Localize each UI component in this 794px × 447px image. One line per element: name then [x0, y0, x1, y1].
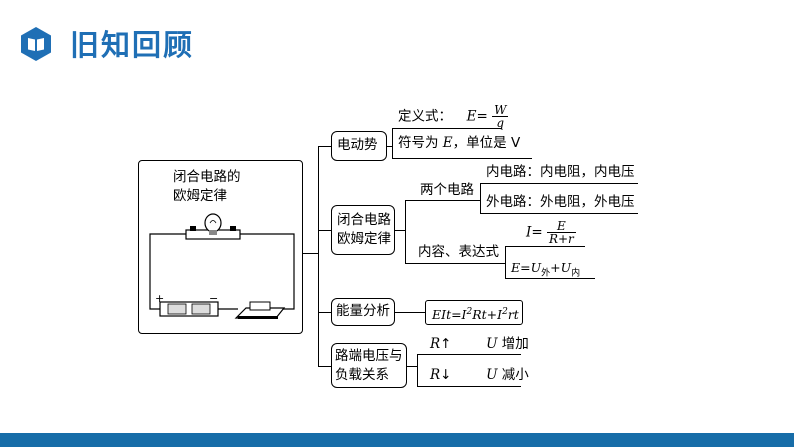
underline — [480, 183, 638, 184]
resistance-var: R — [430, 336, 441, 352]
ohm-node: 闭合电路 欧姆定律 — [331, 205, 395, 255]
energy-formula-box: EIt=I2Rt+I2rt — [425, 300, 523, 325]
symbol-pre: 符号为 — [398, 135, 439, 151]
symbol-var: E — [442, 135, 453, 151]
connector — [395, 312, 425, 313]
resistance-var: R — [430, 367, 441, 383]
energy-node: 能量分析 — [331, 298, 395, 326]
inner-circuit: 内电路：内电阻，内电压 — [486, 164, 635, 180]
superscript: 2 — [466, 307, 473, 317]
definition-lhs: E= — [466, 108, 488, 125]
increase-text: 增加 — [497, 336, 529, 352]
connector — [395, 230, 405, 231]
connector — [318, 146, 319, 367]
energy-label: 能量分析 — [336, 303, 390, 319]
terminal-voltage-node: 路端电压与 负载关系 — [331, 343, 407, 388]
underline — [405, 200, 480, 201]
formula2-a: E=U — [511, 260, 542, 275]
circuit-diagram — [149, 213, 295, 319]
underline — [392, 128, 502, 129]
decrease-text: 减小 — [497, 367, 529, 383]
underline — [480, 213, 638, 214]
formula-emf: E=U外+U内 — [511, 259, 580, 283]
page-title: 旧知回顾 — [70, 28, 195, 62]
footer-bar — [0, 433, 794, 447]
outer-circuit: 外电路：外电阻，外电压 — [486, 194, 635, 210]
connector — [417, 354, 418, 386]
underline — [417, 354, 521, 355]
connector — [318, 146, 331, 147]
energy-formula: EIt=I2Rt+I2rt — [432, 304, 519, 323]
emf-symbol: 符号为 E，单位是 V — [398, 135, 520, 152]
definition-label: 定义式： — [398, 108, 452, 125]
connector — [303, 253, 318, 254]
formula1-fraction: E R+r — [546, 220, 576, 246]
voltage-var: U — [486, 336, 498, 352]
connector — [407, 366, 417, 367]
energy-formula-b: Rt+I — [472, 307, 503, 323]
formula-current: I= E R+r — [526, 220, 576, 245]
underline — [392, 158, 532, 159]
energy-formula-a: EIt=I — [432, 307, 467, 323]
energy-formula-c: rt — [507, 307, 519, 323]
connector — [480, 183, 481, 213]
relation-row-increase: R↑ U 增加 — [430, 336, 529, 353]
fraction-numerator: W — [492, 103, 509, 117]
formula2-b: +U — [550, 260, 572, 275]
fraction-denominator: R+r — [548, 232, 574, 246]
connector — [405, 200, 406, 263]
fraction-numerator: E — [546, 220, 576, 233]
circuit-title-line2: 欧姆定律 — [173, 188, 227, 204]
ohm-label-line1: 闭合电路 — [337, 212, 391, 228]
terminal-label-line2: 负载关系 — [335, 367, 389, 383]
definition-fraction: W q — [492, 103, 509, 130]
emf-label: 电动势 — [337, 137, 378, 153]
connector — [318, 366, 331, 367]
circuit-title-line1: 闭合电路的 — [173, 169, 241, 185]
expression-label: 内容、表达式 — [418, 244, 499, 260]
fraction-denominator: q — [496, 116, 505, 130]
minus-sign: − — [209, 292, 219, 305]
underline — [505, 278, 595, 279]
relation-row-decrease: R↓ U 减小 — [430, 367, 529, 384]
symbol-post: ，单位是 V — [452, 135, 521, 151]
plus-sign: + — [155, 292, 165, 305]
connector — [318, 230, 331, 231]
connector — [392, 128, 393, 158]
connector — [318, 312, 331, 313]
arrow-down-icon: ↓ — [440, 367, 452, 383]
arrow-up-icon: ↑ — [440, 336, 452, 352]
formula1-lhs: I= — [526, 224, 543, 241]
emf-node: 电动势 — [331, 131, 387, 161]
formula2-sub1: 外 — [541, 268, 551, 279]
connector — [505, 246, 506, 278]
underline — [405, 263, 505, 264]
voltage-var: U — [486, 367, 498, 383]
formula2-sub2: 内 — [571, 268, 581, 279]
book-icon — [21, 27, 51, 61]
superscript: 2 — [502, 307, 508, 317]
underline — [505, 246, 585, 247]
connector — [387, 146, 392, 147]
terminal-label-line1: 路端电压与 — [335, 348, 403, 364]
underline — [417, 386, 521, 387]
two-circuits-label: 两个电路 — [420, 182, 474, 198]
emf-definition: 定义式： E= W q — [398, 103, 509, 130]
ohm-label-line2: 欧姆定律 — [337, 231, 391, 247]
